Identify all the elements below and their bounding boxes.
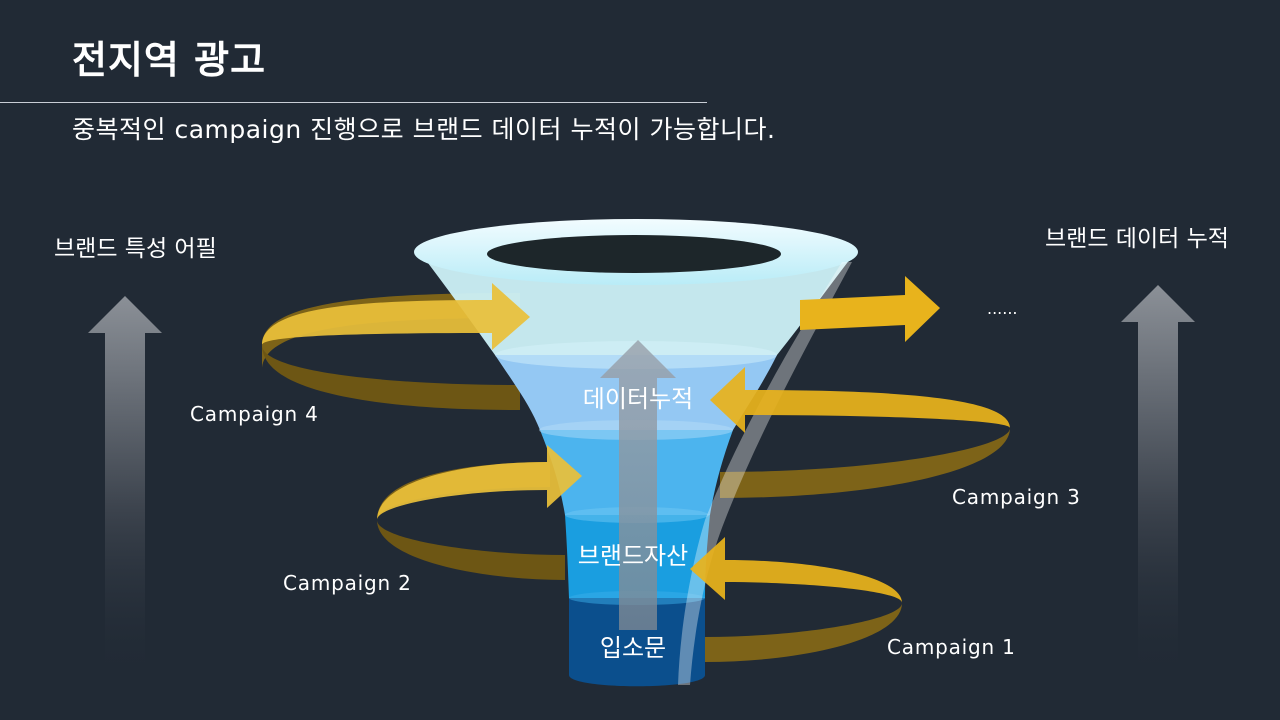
left-side-label: 브랜드 특성 어필: [54, 236, 217, 262]
campaign-1-ribbon: [690, 537, 902, 603]
slide-subtitle: 중복적인 campaign 진행으로 브랜드 데이터 누적이 가능합니다.: [72, 115, 776, 144]
center-up-arrow: [600, 340, 676, 630]
campaign-4-ribbon: [262, 283, 530, 350]
campaign-4-exit-ribbon: [800, 276, 940, 342]
funnel-rim: [414, 219, 858, 285]
campaign-3-ribbon: [710, 367, 1010, 433]
right-up-arrow: [1121, 285, 1195, 680]
campaign-3-label: Campaign 3: [952, 485, 1081, 509]
campaign-4-label: Campaign 4: [190, 402, 319, 426]
right-side-label: 브랜드 데이터 누적: [1045, 226, 1229, 252]
stage-label-data: 데이터누적: [583, 385, 693, 413]
stage-label-brand-asset: 브랜드자산: [578, 542, 688, 570]
campaign-1-label: Campaign 1: [887, 635, 1016, 659]
title-divider: [0, 102, 707, 103]
slide-title: 전지역 광고: [72, 38, 267, 82]
continuation-ellipsis: ......: [987, 299, 1018, 318]
campaign-2-ribbon: [377, 445, 582, 520]
campaign-2-label: Campaign 2: [283, 571, 412, 595]
stage-label-word-of-mouth: 입소문: [600, 634, 666, 662]
left-up-arrow: [88, 296, 162, 680]
